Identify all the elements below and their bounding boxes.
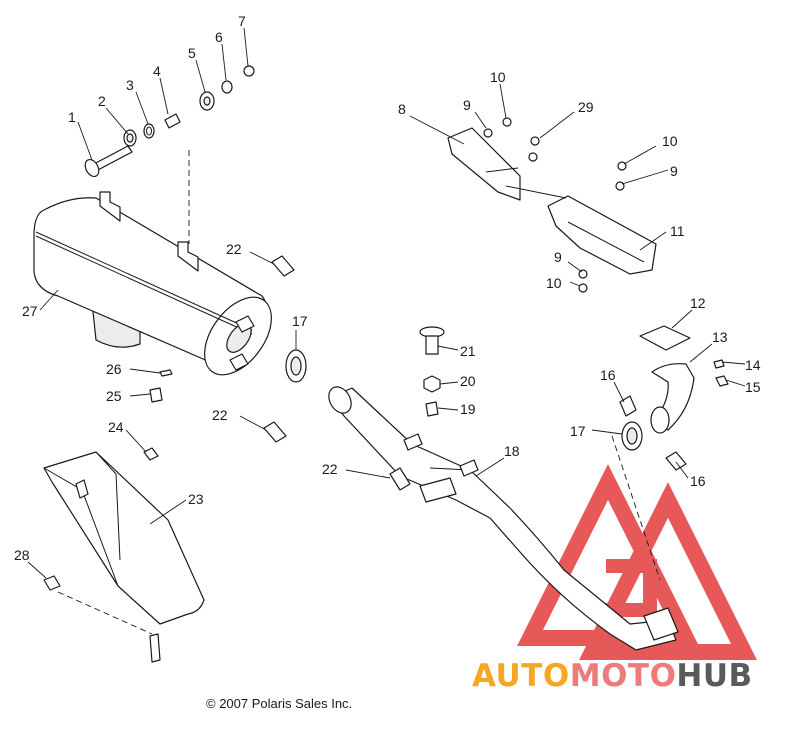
callout-label: 9 <box>670 163 678 179</box>
callout-label: 6 <box>215 29 223 45</box>
leader-lines <box>27 27 746 579</box>
callout-label: 21 <box>460 343 476 359</box>
callout-label: 1 <box>68 109 76 125</box>
watermark-word-moto: MOTO <box>570 658 677 694</box>
muffler <box>33 191 272 376</box>
callout-label: 23 <box>188 491 204 507</box>
callout-label: 22 <box>322 461 338 477</box>
callout-label: 17 <box>292 313 308 329</box>
callout-label: 11 <box>670 223 685 239</box>
callout-label: 3 <box>126 77 134 93</box>
callout-label: 10 <box>546 275 562 291</box>
watermark-wordmark: AUTOMOTOHUB <box>472 658 753 694</box>
copyright-text: © 2007 Polaris Sales Inc. <box>206 696 352 711</box>
hardware <box>43 255 729 591</box>
callout-label: 15 <box>745 379 761 395</box>
callout-label: 9 <box>554 249 562 265</box>
watermark-logo <box>517 464 757 660</box>
callout-labels: 1 2 3 4 5 6 7 8 9 10 29 10 9 11 9 10 12 … <box>14 13 761 563</box>
callout-label: 25 <box>106 388 122 404</box>
callout-label: 26 <box>106 361 122 377</box>
svg-text:AUTOMOTOHUB: AUTOMOTOHUB <box>472 658 753 694</box>
bolt-stack <box>84 65 255 244</box>
callout-label: 19 <box>460 401 476 417</box>
callout-label: 10 <box>662 133 678 149</box>
watermark-word-hub: HUB <box>676 658 752 694</box>
callout-label: 10 <box>490 69 506 85</box>
upper-brackets <box>447 117 657 293</box>
callout-label: 24 <box>108 419 124 435</box>
callout-label: 12 <box>690 295 706 311</box>
callout-label: 16 <box>690 473 706 489</box>
callout-label: 2 <box>98 93 106 109</box>
callout-label: 5 <box>188 45 196 61</box>
callout-label: 28 <box>14 547 30 563</box>
callout-label: 27 <box>22 303 38 319</box>
callout-label: 13 <box>712 329 728 345</box>
callout-label: 22 <box>226 241 242 257</box>
callout-label: 9 <box>463 97 471 113</box>
callout-label: 8 <box>398 101 406 117</box>
heat-shield <box>43 451 205 663</box>
callout-label: 22 <box>212 407 228 423</box>
callout-label: 4 <box>153 63 161 79</box>
callout-label: 7 <box>238 13 246 29</box>
callout-label: 16 <box>600 367 616 383</box>
callout-label: 14 <box>745 357 761 373</box>
callout-label: 17 <box>570 423 586 439</box>
callout-label: 20 <box>460 373 476 389</box>
callout-label: 18 <box>504 443 520 459</box>
watermark-word-auto: AUTO <box>472 658 570 694</box>
callout-label: 29 <box>578 99 594 115</box>
exhaust-pipe <box>328 386 679 651</box>
